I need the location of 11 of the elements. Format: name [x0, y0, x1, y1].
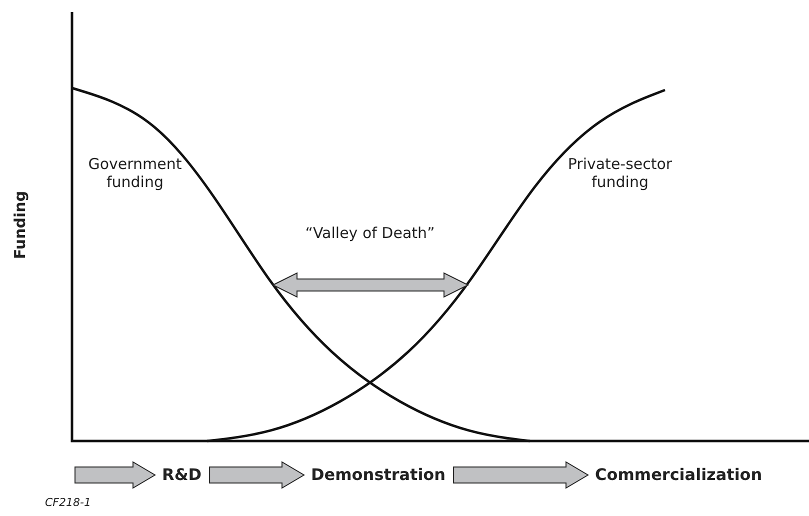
block-arrow [209, 461, 305, 489]
axis-title: Funding [11, 190, 29, 262]
stage-label: Demonstration [311, 462, 446, 488]
stage-label: Commercialization [595, 462, 762, 488]
figure-number: CF218-1 [45, 495, 92, 511]
block-arrow [74, 461, 156, 489]
curve-label: Private-sector funding [566, 155, 674, 191]
stage-label: R&D [162, 462, 202, 488]
block-arrow [453, 461, 589, 489]
gap-label: “Valley of Death” [305, 224, 435, 242]
curve-label: Government funding [87, 155, 183, 191]
